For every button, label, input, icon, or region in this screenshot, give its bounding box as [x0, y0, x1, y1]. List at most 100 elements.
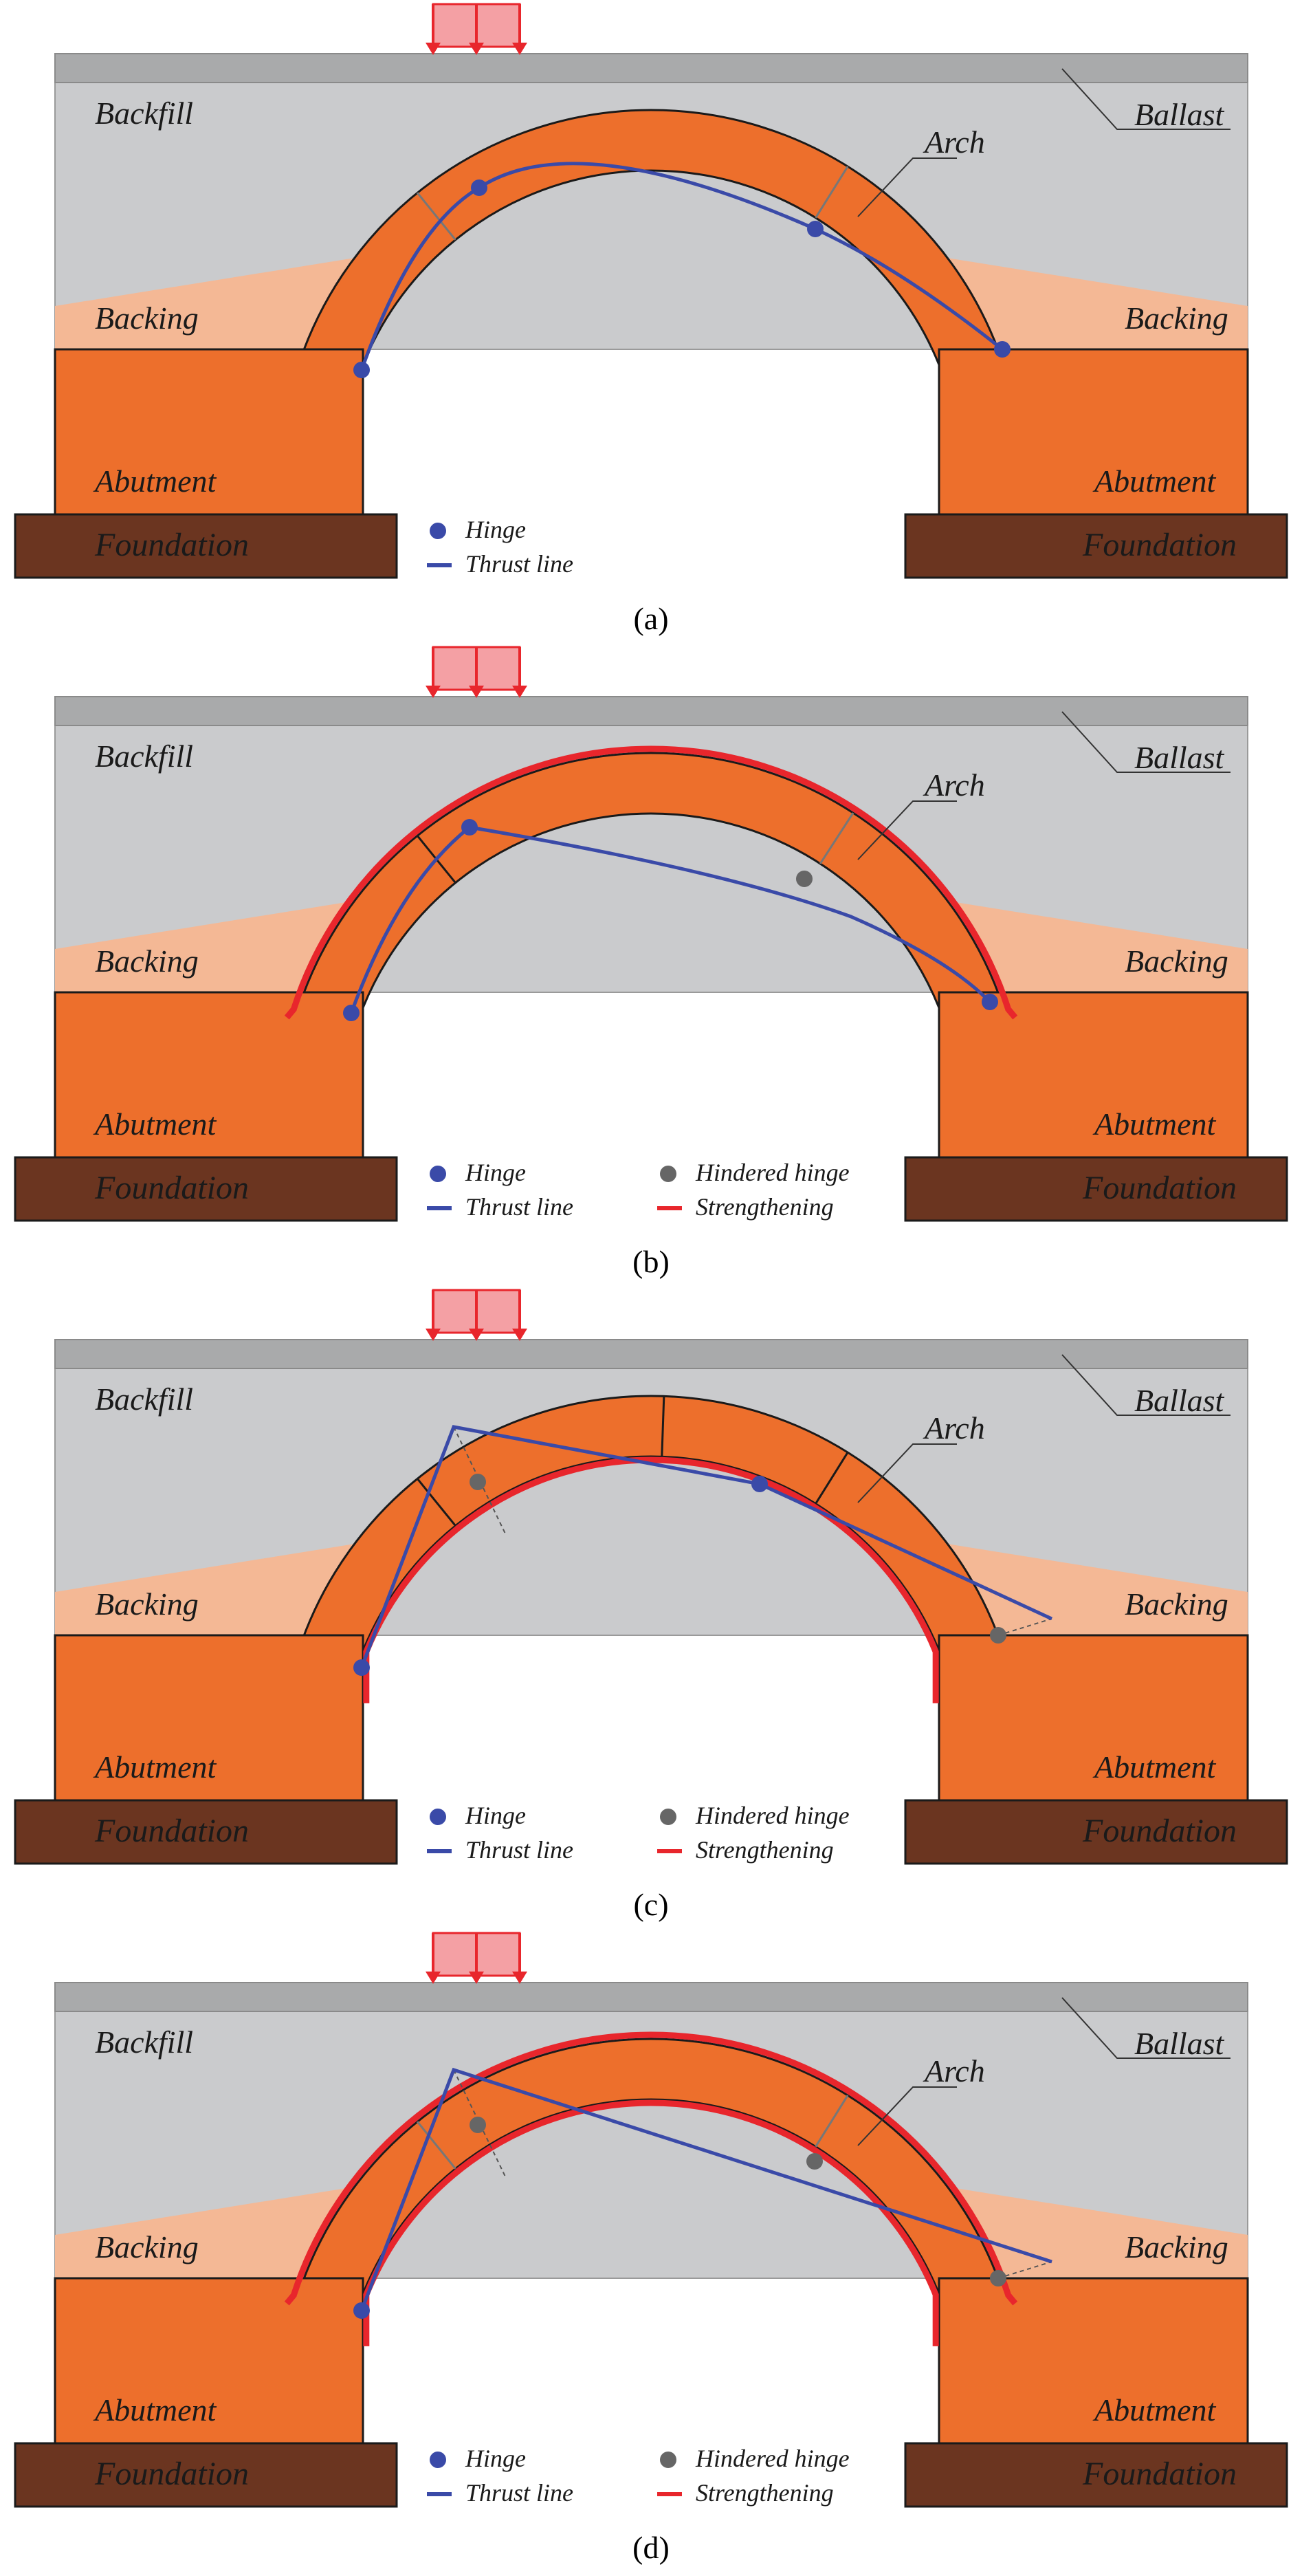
- ballast-leader: [1061, 1354, 1231, 1416]
- abutment-left: [54, 348, 364, 516]
- hindered-hinge-point: [990, 2270, 1006, 2286]
- backfill-label: Backfill: [95, 2024, 193, 2060]
- foundation-left: [14, 1156, 398, 1222]
- panel-caption: (b): [632, 1244, 670, 1279]
- hindered-hinge-point: [470, 1474, 486, 1490]
- backing-label-right: Backing: [1125, 2229, 1228, 2264]
- hindered-hinge-point: [470, 2117, 486, 2133]
- abutment-label-right: Abutment: [1092, 1749, 1217, 1784]
- legend-hinge-marker: [430, 2452, 446, 2468]
- load-arrow-head: [469, 43, 484, 55]
- abutment-left: [54, 1634, 364, 1802]
- foundation-right: [904, 1156, 1288, 1222]
- legend-hinge-marker: [430, 1809, 446, 1825]
- legend-hinge-label: Hinge: [465, 1802, 526, 1829]
- legend-strengthening-label: Strengthening: [696, 1193, 834, 1221]
- crown-joint: [661, 1396, 665, 1457]
- legend-hindered-marker: [660, 2452, 676, 2468]
- foundation-right: [904, 2442, 1288, 2508]
- hindered-hinge-point: [990, 1627, 1006, 1644]
- panel-caption: (a): [633, 601, 668, 636]
- thrust-line: [360, 162, 1004, 371]
- load-arrows: [426, 1932, 527, 1984]
- abutment-label-left: Abutment: [93, 2392, 217, 2427]
- backing-right: [917, 896, 1248, 992]
- backfill-label: Backfill: [95, 1382, 193, 1417]
- load-arrow-head: [426, 1329, 441, 1341]
- hinge-joint-right: [819, 812, 854, 864]
- legend-hindered-marker: [660, 1166, 676, 1182]
- ballast-layer: [54, 1339, 1248, 1369]
- foundation-right: [904, 1799, 1288, 1865]
- arch-leader: [857, 800, 957, 860]
- backing-label-right: Backing: [1125, 301, 1228, 336]
- abutment-label-left: Abutment: [93, 463, 217, 499]
- backing-left: [55, 2182, 385, 2278]
- abutment-label-right: Abutment: [1092, 463, 1217, 499]
- legend-thrust-label: Thrust line: [465, 2479, 573, 2507]
- load-arrow-head: [512, 1329, 527, 1341]
- foundation-label-right: Foundation: [1082, 527, 1237, 563]
- hinge-joint-left: [417, 1478, 456, 1527]
- hinge-point: [994, 341, 1011, 358]
- abutment-label-left: Abutment: [93, 1749, 217, 1784]
- backing-label-left: Backing: [95, 2229, 199, 2264]
- abutment-label-left: Abutment: [93, 1106, 217, 1142]
- abutment-label-right: Abutment: [1092, 1106, 1217, 1142]
- backing-right: [917, 2182, 1248, 2278]
- ballast-label: Ballast: [1134, 1383, 1225, 1418]
- foundation-label-left: Foundation: [94, 1813, 249, 1849]
- ballast-layer: [54, 1982, 1248, 2012]
- foundation-left: [14, 513, 398, 579]
- ballast-leader: [1061, 711, 1231, 773]
- arch-label: Arch: [923, 2053, 985, 2088]
- abutment-label-right: Abutment: [1092, 2392, 1217, 2427]
- hinge-point: [343, 1005, 360, 1021]
- load-arrows: [426, 646, 527, 698]
- legend-hinge-label: Hinge: [465, 516, 526, 543]
- foundation-label-left: Foundation: [94, 527, 249, 563]
- foundation-left: [14, 1799, 398, 1865]
- ballast-label: Ballast: [1134, 740, 1225, 775]
- abutment-right: [938, 991, 1249, 1159]
- hinge-offset-right: [997, 2261, 1052, 2279]
- thrust-line: [360, 1425, 1053, 1668]
- load-arrows: [426, 3, 527, 55]
- legend-thrust-label: Thrust line: [465, 1193, 573, 1221]
- legend-hindered-label: Hindered hinge: [695, 2445, 850, 2472]
- arch-ring: [297, 752, 1005, 1009]
- backfill-label: Backfill: [95, 96, 193, 131]
- load-arrow-head: [469, 1972, 484, 1984]
- load-arrow-head: [469, 1329, 484, 1341]
- foundation-label-left: Foundation: [94, 2456, 249, 2492]
- legend-hinge-label: Hinge: [465, 2445, 526, 2472]
- arch-ring: [297, 109, 1005, 366]
- hinge-point: [461, 819, 478, 836]
- panel-caption: (c): [633, 1887, 668, 1922]
- legend-hinge-marker: [430, 523, 446, 539]
- ballast-layer: [54, 696, 1248, 726]
- arch-ring: [297, 1395, 1005, 1652]
- hinge-point: [982, 994, 998, 1010]
- hinge-joint-right: [815, 2095, 849, 2148]
- ballast-leader: [1061, 68, 1231, 130]
- legend-hindered-label: Hindered hinge: [695, 1159, 850, 1186]
- foundation-label-right: Foundation: [1082, 2456, 1237, 2492]
- load-arrow-head: [512, 686, 527, 698]
- foundation-label-right: Foundation: [1082, 1813, 1237, 1849]
- hindered-hinge-point: [796, 871, 813, 887]
- hinge-joint-right: [815, 166, 849, 219]
- arch-leader: [857, 1443, 957, 1503]
- load-arrow-head: [512, 1972, 527, 1984]
- load-arrow-head: [426, 686, 441, 698]
- hindered-hinge-point: [806, 2153, 823, 2170]
- load-arrows: [426, 1289, 527, 1341]
- strengthening-extrados: [284, 2031, 1018, 2306]
- hinge-joint-left: [417, 192, 456, 241]
- backing-left: [55, 1539, 385, 1635]
- hinge-point: [353, 2302, 370, 2319]
